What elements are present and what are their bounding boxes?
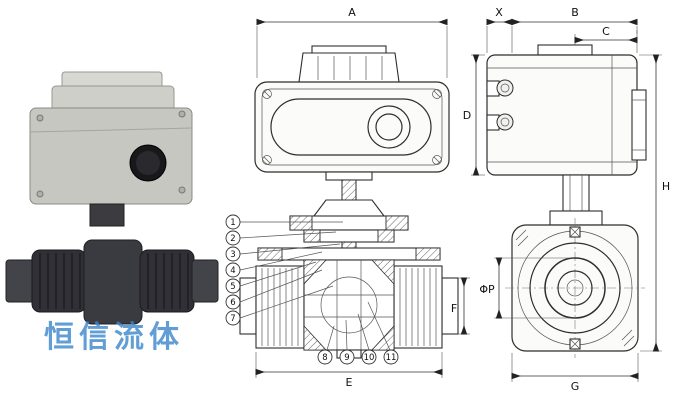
front-dim-e-label: E [346,376,353,389]
actuator-photo [29,71,193,227]
front-dim-e: E [255,352,443,389]
svg-text:11: 11 [386,353,397,363]
side-dim-phi-label: ΦP [479,283,495,296]
callout-3: 3 [225,243,341,262]
cable-gland-bottom [486,113,514,131]
callout-6: 6 [225,269,323,310]
front-ball [320,276,378,334]
svg-text:10: 10 [364,353,375,363]
callout-7: 7 [225,285,334,326]
side-flange [505,218,645,358]
svg-text:1: 1 [230,218,235,228]
watermark-text: 恒信流体 [44,320,184,355]
callout-9: 9 [339,319,355,365]
side-dim-h: H [639,54,670,352]
callout-4: 4 [225,251,323,278]
side-view: X B C [463,6,670,393]
front-dim-f-label: F [451,302,457,315]
side-dim-c-label: C [602,25,610,38]
callout-10: 10 [357,313,377,365]
svg-text:5: 5 [230,282,235,292]
callout-8: 8 [317,325,335,365]
corner-hatch-marks [515,229,635,347]
front-indicator-outer [367,105,411,149]
actuator-knob [129,144,167,182]
svg-text:6: 6 [230,298,235,308]
actuator-stem [89,203,125,227]
callouts-bottom: 8 9 10 11 [317,301,399,365]
side-dim-d-label: D [463,109,471,122]
front-dim-a-label: A [348,6,356,19]
side-dim-d: D [463,54,485,176]
callouts-left: 1 2 3 4 5 6 7 [225,214,343,326]
side-dim-g: G [511,353,639,393]
valve-photo [5,239,219,325]
front-actuator-body [254,81,450,173]
svg-text:4: 4 [230,266,235,276]
side-dim-g-label: G [571,380,580,393]
datum-mark-bottom [569,338,581,350]
side-dim-x: X [486,6,513,53]
side-dim-b-label: B [571,6,579,19]
front-bracket [289,171,409,249]
side-terminal-panel [631,89,647,161]
callout-1: 1 [225,214,343,230]
side-stem [562,174,590,212]
front-view: A [239,6,470,389]
front-indicator-inner [375,113,403,141]
callout-11: 11 [367,301,399,365]
front-dim-f: F [451,277,470,335]
front-valve [239,247,459,359]
side-dim-phi-p: ΦP [479,257,575,319]
svg-text:2: 2 [230,234,235,244]
side-dim-h-label: H [662,180,670,193]
svg-text:7: 7 [230,314,235,324]
cable-gland-top [486,79,514,97]
front-dim-a: A [256,6,448,78]
svg-text:8: 8 [322,353,327,363]
side-dim-x-label: X [495,6,503,19]
flange-raised-face [529,242,621,334]
front-valve-body [303,259,395,351]
svg-text:3: 3 [230,250,235,260]
datum-mark-top [569,226,581,238]
front-actuator-face [270,98,432,156]
front-corner-screws [262,89,442,165]
callout-5: 5 [225,261,317,294]
product-photo: 恒信流体 [5,71,219,355]
svg-text:9: 9 [344,353,349,363]
callout-2: 2 [225,230,337,246]
